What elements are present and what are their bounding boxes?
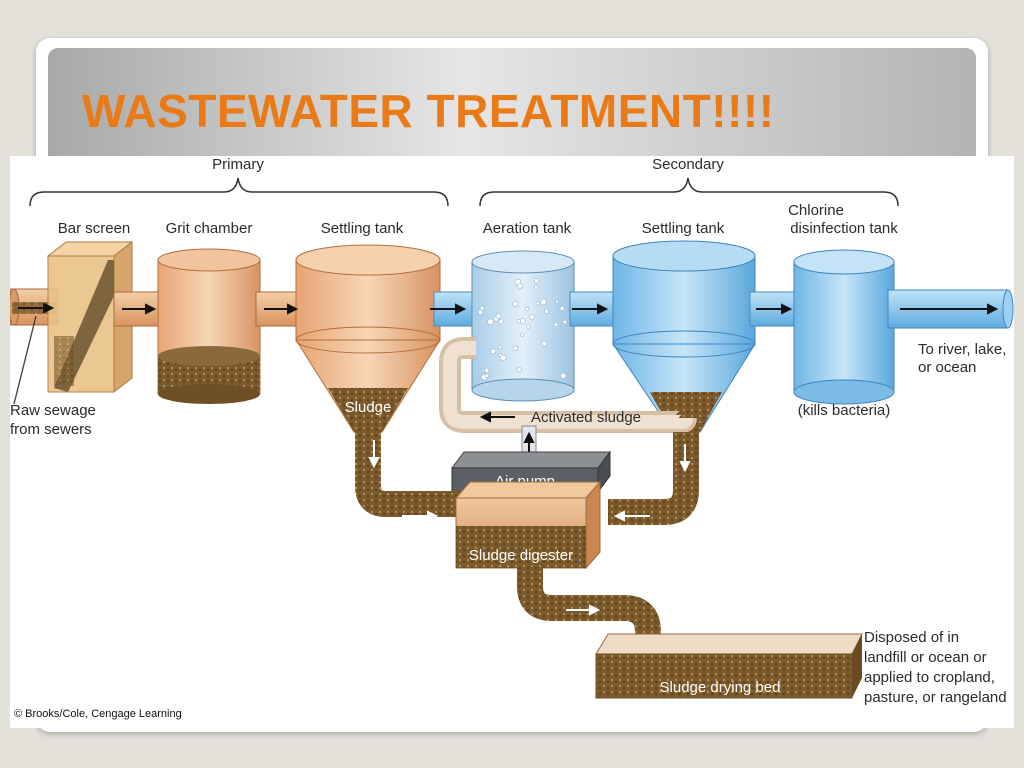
raw-sewage-pointer (13, 315, 37, 405)
activated-sludge-arrow (479, 411, 515, 423)
sludge-digester-label: Sludge digester (469, 547, 573, 564)
grit-chamber (157, 248, 261, 404)
drying-bed-arrow (566, 604, 601, 616)
air-bubble (520, 332, 525, 337)
sludge-drying-bed (595, 633, 863, 699)
air-bubble (498, 345, 503, 350)
secondary-stage-label: Secondary (652, 156, 724, 173)
outlet-label-line2: or ocean (918, 359, 976, 376)
air-bubble (534, 285, 539, 290)
disposal-line1: Disposed of in (864, 629, 959, 646)
disposal-line3: applied to cropland, (864, 669, 995, 686)
air-bubble (541, 341, 547, 347)
sludge-pipe-right (608, 432, 699, 525)
chlorine-label-line2: disinfection tank (790, 220, 898, 237)
air-bubble (512, 345, 519, 352)
air-bubble (533, 278, 540, 284)
secondary-settling-tank-label: Settling tank (642, 220, 725, 237)
primary-brace (29, 177, 449, 207)
air-bubble (516, 319, 521, 324)
air-bubble (559, 305, 565, 311)
sludge-pipe-left (355, 432, 462, 517)
air-bubble (560, 372, 567, 379)
activated-sludge-label: Activated sludge (531, 409, 641, 426)
air-bubble (490, 348, 497, 355)
diagram-svg: Primary Secondary Bar screen Grit chambe… (10, 156, 1014, 706)
raw-sewage-line2: from sewers (10, 421, 92, 438)
air-bubble (495, 313, 502, 319)
air-bubble (555, 299, 559, 304)
primary-settling-tank-label: Settling tank (321, 220, 404, 237)
bar-screen-label: Bar screen (58, 220, 131, 237)
sludge-pipe-to-drying-bed (517, 568, 661, 650)
primary-stage-label: Primary (212, 156, 264, 173)
air-bubble (553, 322, 559, 327)
activated-sludge-return-pipe (439, 337, 697, 433)
secondary-settling-tank (612, 240, 756, 433)
chlorine-tank (793, 249, 895, 405)
air-bubble (484, 373, 490, 378)
air-bubble (516, 367, 522, 373)
sludge-digester (454, 480, 602, 570)
disposal-line2: landfill or ocean or (864, 649, 987, 666)
air-bubble (487, 318, 494, 325)
air-pump-arrow (523, 431, 535, 452)
outlet-label-line1: To river, lake, (918, 341, 1006, 358)
air-bubble (540, 298, 547, 306)
sludge-down-arrows (368, 440, 691, 522)
wastewater-diagram: Primary Secondary Bar screen Grit chambe… (10, 156, 1014, 728)
air-bubble (562, 319, 567, 325)
secondary-brace (479, 177, 899, 207)
primary-settling-tank (295, 244, 441, 433)
air-bubble (535, 301, 540, 306)
disposal-line4: pasture, or rangeland (864, 689, 1007, 706)
air-bubble (517, 283, 524, 290)
aeration-bubbles (477, 278, 567, 381)
aeration-tank-label: Aeration tank (483, 220, 572, 237)
air-bubble (477, 309, 484, 315)
air-bubble (544, 309, 549, 314)
air-bubble (498, 319, 504, 325)
sludge-drying-bed-label: Sludge drying bed (660, 679, 781, 696)
aeration-tank (471, 250, 575, 402)
flow-arrows (18, 302, 999, 315)
image-credit: © Brooks/Cole, Cengage Learning (14, 708, 182, 720)
air-bubble (484, 367, 490, 374)
air-bubble (512, 300, 519, 307)
air-bubble (525, 306, 530, 312)
chlorine-label-line1: Chlorine (788, 202, 844, 219)
air-bubble (528, 314, 535, 320)
kills-bacteria-label: (kills bacteria) (798, 402, 891, 419)
grit-chamber-label: Grit chamber (166, 220, 253, 237)
slide-title: WASTEWATER TREATMENT!!!! (82, 85, 775, 137)
primary-sludge-label: Sludge (345, 399, 392, 416)
air-bubble (526, 324, 531, 329)
raw-sewage-line1: Raw sewage (10, 402, 96, 419)
air-bubble (500, 354, 507, 361)
